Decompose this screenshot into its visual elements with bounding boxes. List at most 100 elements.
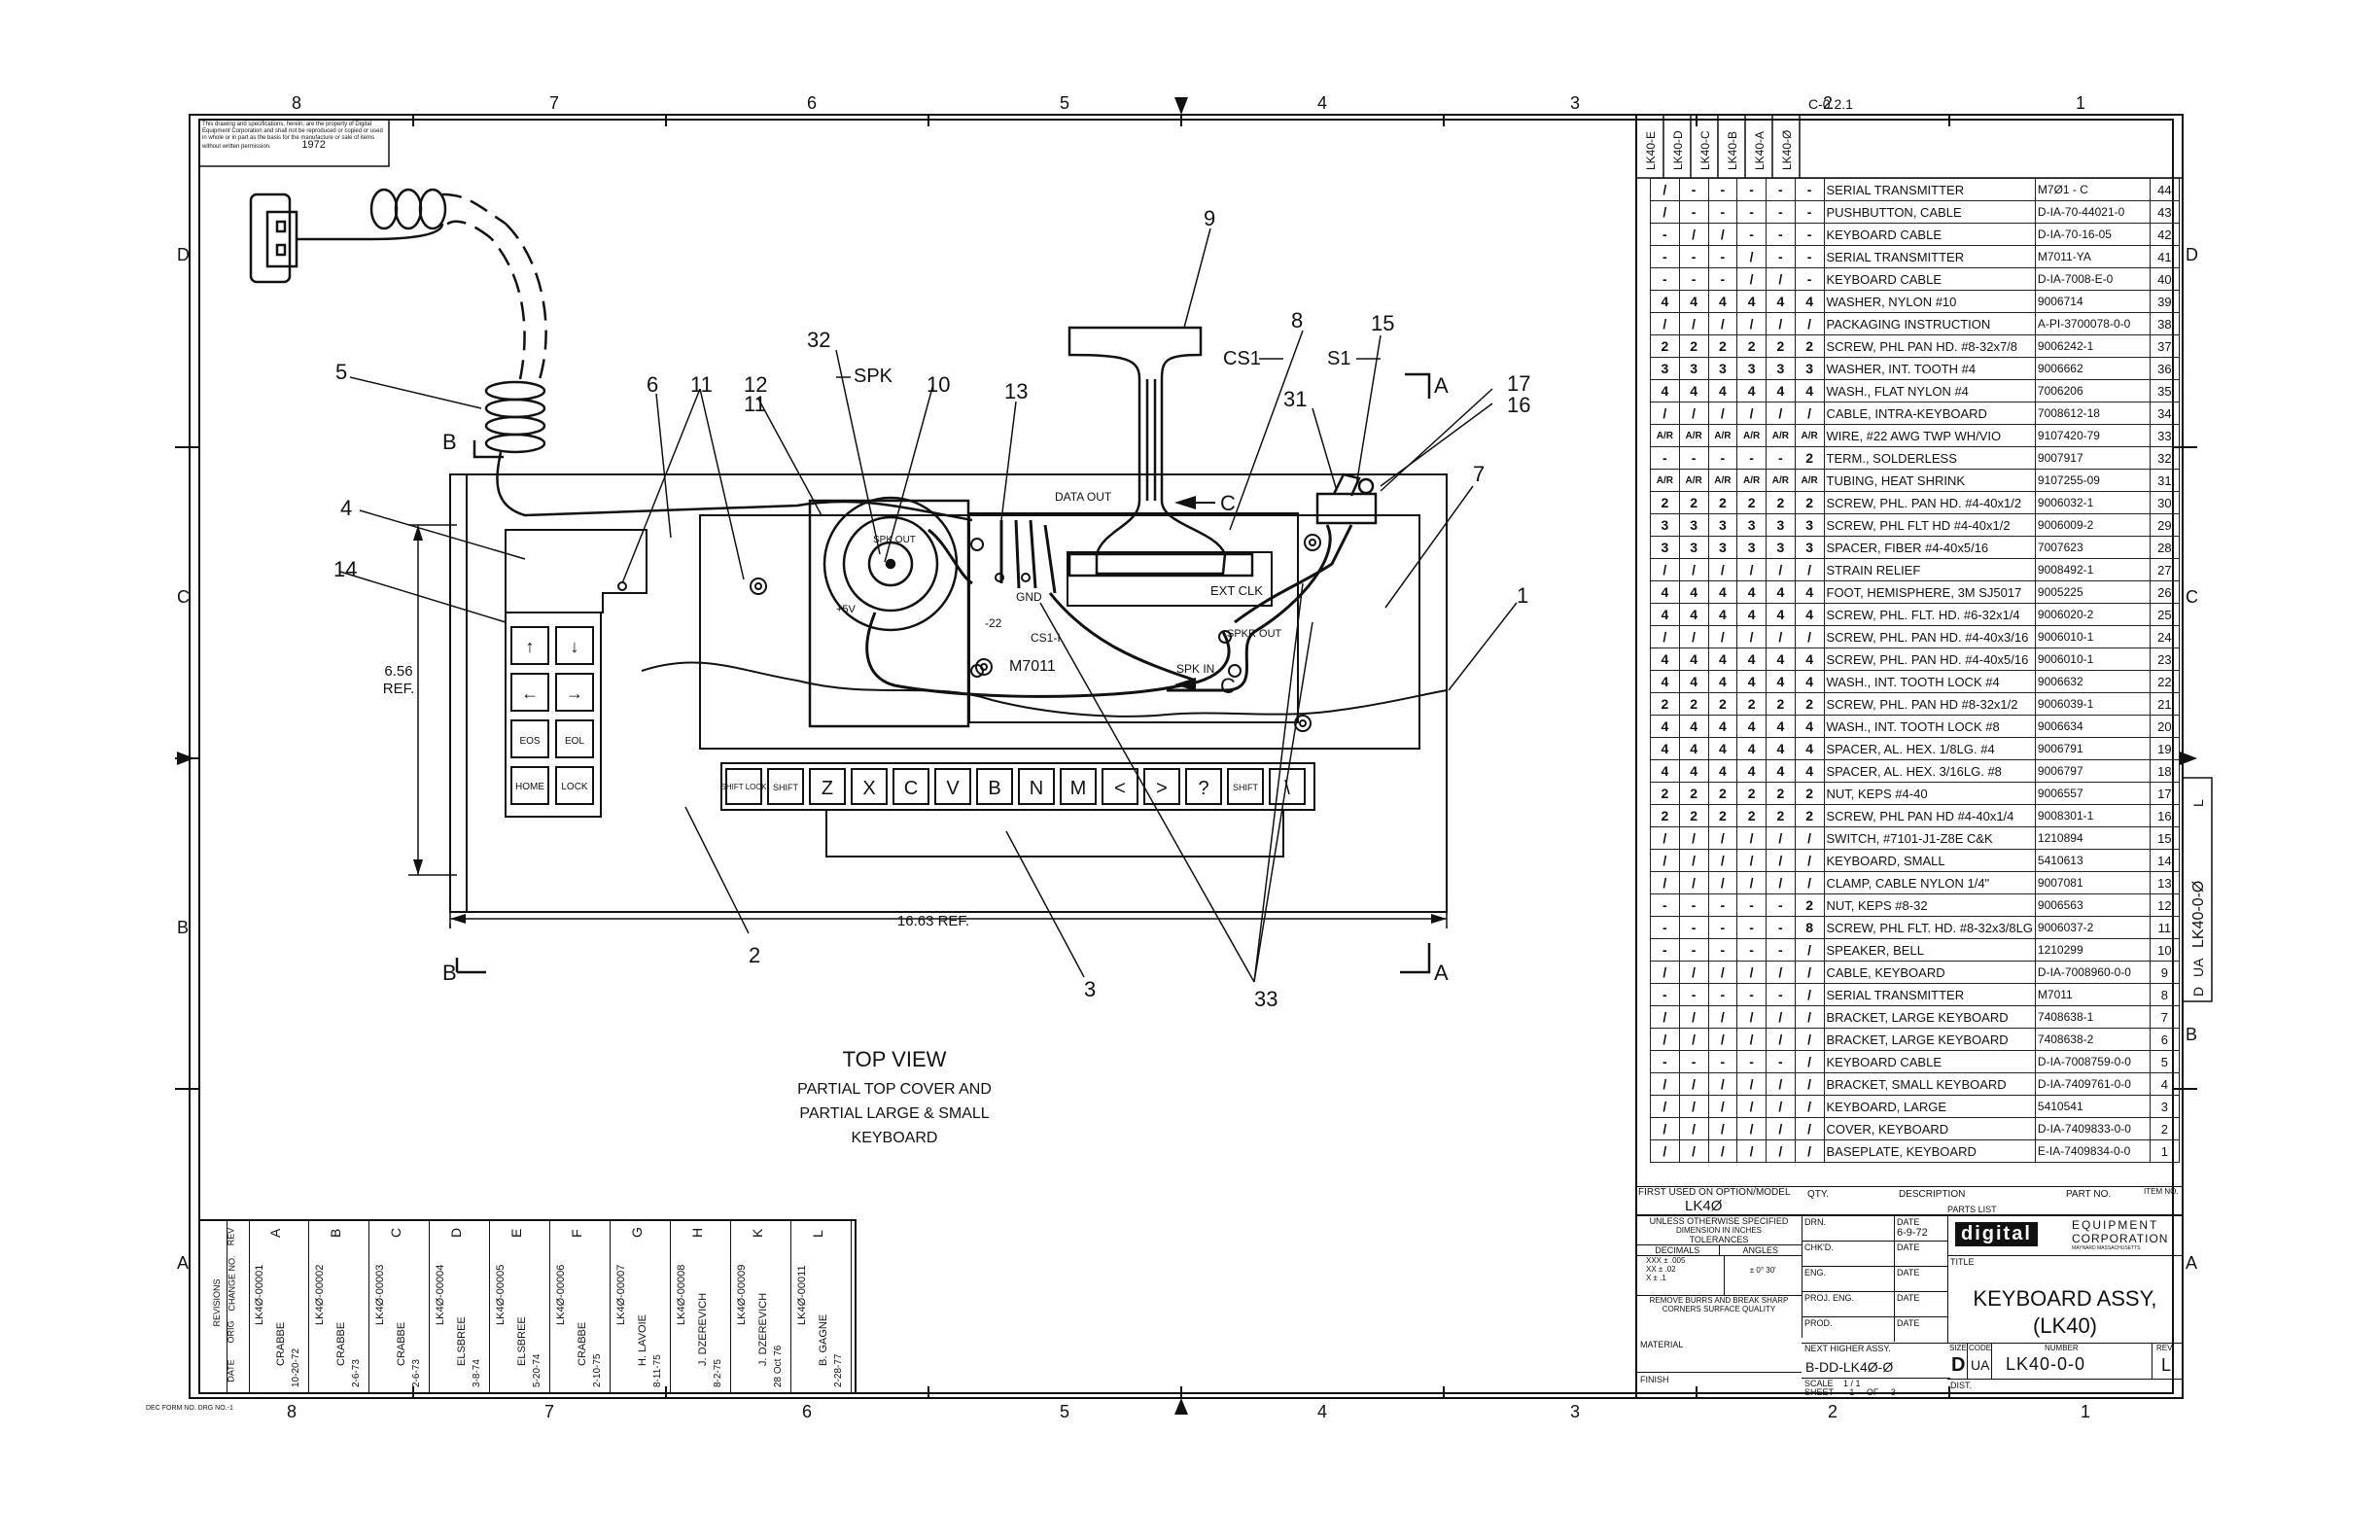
parts-qty-cell: / [1707, 1139, 1738, 1163]
callout-11a: 11 [690, 372, 713, 397]
parts-qty-cell: 4 [1736, 670, 1767, 693]
parts-number-cell: 1210299 [2034, 938, 2151, 962]
model-col-a: LK40-A [1753, 131, 1767, 170]
parts-qty-cell: / [1794, 1005, 1825, 1029]
parts-qty-cell: - [1678, 893, 1709, 917]
parts-desc-cell: SPACER, FIBER #4-40x5/16 [1823, 536, 2036, 559]
parts-number-cell: 1210894 [2034, 826, 2151, 850]
parts-desc-cell: WIRE, #22 AWG TWP WH/VIO [1823, 424, 2036, 447]
parts-qty-cell: / [1650, 1117, 1680, 1140]
model-col-0: LK40-Ø [1780, 130, 1794, 170]
parts-qty-cell: - [1736, 223, 1767, 246]
eng-date-label: DATE [1897, 1268, 1920, 1278]
eng-label: ENG. [1804, 1268, 1827, 1278]
parts-qty-cell: 2 [1650, 491, 1680, 514]
parts-item-cell: 14 [2149, 849, 2181, 872]
revision-rev: C [388, 1227, 403, 1238]
rev-col-orig: ORIG [226, 1320, 236, 1344]
revision-orig: CRABBE [396, 1321, 407, 1366]
parts-qty-cell: 3 [1794, 536, 1825, 559]
parts-qty-cell: / [1707, 1117, 1738, 1140]
parts-qty-cell: - [1650, 446, 1680, 470]
drn-date-value: 6-9-72 [1897, 1227, 1928, 1239]
section-a-top: A [1434, 373, 1449, 398]
parts-qty-cell: - [1766, 223, 1796, 246]
parts-qty-cell: 2 [1650, 782, 1680, 805]
parts-qty-cell: 4 [1766, 290, 1796, 313]
revision-change-no: LK4Ø-00005 [495, 1264, 507, 1325]
parts-qty-cell: 2 [1766, 804, 1796, 827]
parts-qty-cell: 3 [1794, 513, 1825, 537]
parts-item-cell: 34 [2149, 402, 2181, 425]
parts-qty-cell: A/R [1707, 469, 1738, 492]
parts-qty-cell: 4 [1678, 670, 1709, 693]
parts-qty-cell: / [1736, 826, 1767, 850]
zone-top-6: 6 [807, 93, 817, 113]
parts-desc-cell: SCREW, PHL. PAN HD. #4-40x1/2 [1823, 491, 2036, 514]
parts-qty-cell: / [1794, 402, 1825, 425]
side-stamp-code: UA [2190, 958, 2206, 977]
parts-number-cell: 9006563 [2034, 893, 2151, 917]
section-c-bottom: C [1220, 674, 1236, 698]
parts-qty-cell: - [1736, 446, 1767, 470]
title-block: UNLESS OTHERWISE SPECIFIED DIMENSION IN … [1636, 1215, 2183, 1397]
parts-qty-cell: 2 [1707, 782, 1738, 805]
parts-qty-cell: 4 [1650, 670, 1680, 693]
parts-qty-cell: 2 [1678, 692, 1709, 716]
company-logo: digital [1955, 1222, 2038, 1246]
revision-change-no: LK4Ø-00009 [736, 1264, 748, 1325]
parts-qty-cell: / [1766, 558, 1796, 581]
baseplate [449, 473, 1448, 913]
parts-desc-cell: SCREW, PHL FLT. HD. #8-32x3/8LG [1823, 916, 2036, 939]
parts-desc-cell: SERIAL TRANSMITTER [1823, 245, 2036, 268]
parts-item-cell: 19 [2149, 737, 2181, 760]
key-shift-right: SHIFT [1233, 783, 1259, 792]
parts-qty-cell: / [1707, 558, 1738, 581]
parts-qty-cell: 4 [1794, 648, 1825, 671]
zone-top-8: 8 [292, 93, 301, 113]
parts-item-cell: 1 [2149, 1139, 2181, 1163]
parts-desc-cell: WASH., FLAT NYLON #4 [1823, 379, 2036, 402]
zone-top-3: 3 [1570, 93, 1580, 113]
parts-number-cell: 9006632 [2034, 670, 2151, 693]
parts-desc-cell: CLAMP, CABLE NYLON 1/4" [1823, 871, 2036, 894]
parts-qty-cell: / [1650, 178, 1680, 201]
parts-qty-cell: A/R [1794, 424, 1825, 447]
parts-qty-cell: - [1736, 916, 1767, 939]
revision-change-no: LK4Ø-00007 [615, 1264, 627, 1325]
zone-bottom-1: 1 [2081, 1402, 2090, 1421]
parts-item-cell: 24 [2149, 625, 2181, 648]
parts-qty-cell: / [1736, 1005, 1767, 1029]
parts-qty-cell: / [1650, 402, 1680, 425]
parts-qty-cell: 2 [1650, 692, 1680, 716]
parts-qty-cell: / [1736, 402, 1767, 425]
parts-qty-cell: / [1794, 625, 1825, 648]
callout-3: 3 [1084, 977, 1096, 1001]
parts-number-cell: M7011 [2034, 983, 2151, 1006]
parts-qty-cell: - [1650, 893, 1680, 917]
zone-bottom-6: 6 [802, 1402, 812, 1421]
parts-qty-cell: / [1766, 849, 1796, 872]
parts-qty-cell: / [1736, 1117, 1767, 1140]
scale-value: 1 / 1 [1843, 1379, 1861, 1388]
label-m7011: M7011 [1009, 658, 1056, 675]
callout-11b: 11 [744, 392, 766, 416]
callout-5: 5 [335, 360, 347, 384]
key-greater: > [1156, 778, 1168, 799]
parts-number-cell: D-IA-7409833-0-0 [2034, 1117, 2151, 1140]
parts-qty-cell: A/R [1650, 424, 1680, 447]
angles-label: ANGLES [1718, 1245, 1802, 1255]
parts-qty-cell: / [1650, 1005, 1680, 1029]
parts-qty-cell: 4 [1766, 759, 1796, 783]
parts-desc-cell: SERIAL TRANSMITTER [1823, 178, 2036, 201]
parts-qty-cell: 3 [1766, 513, 1796, 537]
revision-date: 2-28-77 [833, 1353, 844, 1387]
parts-qty-cell: - [1707, 1050, 1738, 1073]
parts-number-cell: D-IA-7008759-0-0 [2034, 1050, 2151, 1073]
